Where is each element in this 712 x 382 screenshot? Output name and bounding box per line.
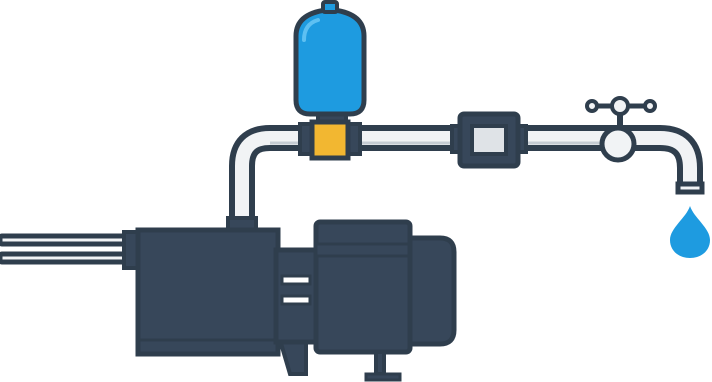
flow-meter-icon	[450, 111, 528, 169]
pressure-switch-icon	[298, 119, 362, 161]
pressure-tank-icon	[293, 0, 367, 124]
suction-pipe-icon	[0, 233, 135, 265]
water-drop-icon	[670, 206, 710, 258]
faucet-icon	[585, 96, 657, 163]
jet-pump-icon	[122, 216, 457, 382]
